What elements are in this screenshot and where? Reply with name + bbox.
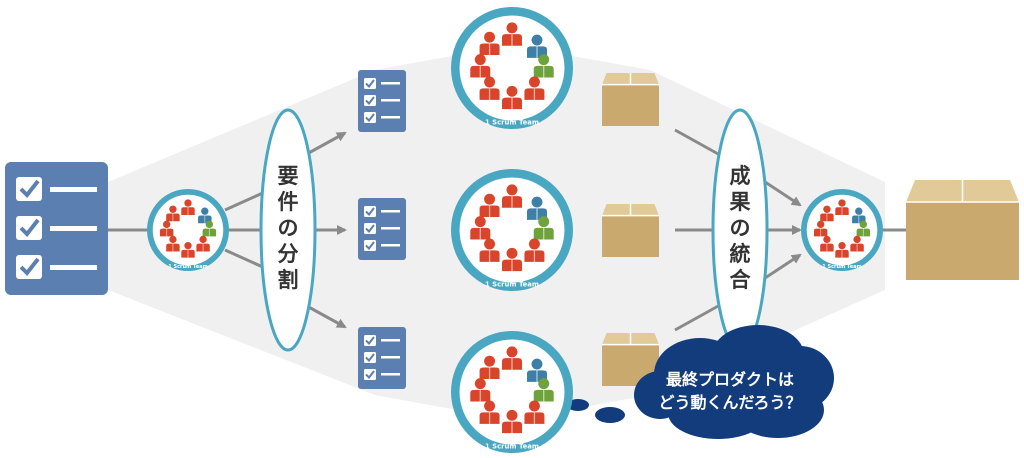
checkbox-icon — [16, 255, 42, 279]
thought-text-line1: 最終プロダクトは — [666, 370, 794, 389]
team-member-icon — [820, 235, 834, 252]
checkbox-icon — [364, 95, 376, 106]
team-member-icon — [835, 241, 849, 258]
checkbox-icon — [364, 240, 376, 251]
scrum-team-top: 1 Scrum Team — [451, 7, 573, 129]
merge-label: 成果の統合 — [730, 164, 752, 292]
checkbox-icon — [364, 112, 376, 123]
team-member-icon — [502, 85, 522, 110]
checkbox-icon — [364, 335, 376, 346]
team-member-icon — [502, 247, 522, 272]
team-label: 1 Scrum Team — [168, 264, 207, 270]
increment-box-icon — [602, 204, 659, 257]
team-member-icon — [820, 205, 834, 222]
scrum-team-middle: 1 Scrum Team — [451, 169, 573, 291]
scrum-team-initial: 1 Scrum Team — [147, 189, 229, 271]
increment-box-icon — [602, 73, 659, 126]
connector-split-left-bottom — [224, 248, 266, 270]
team-member-icon — [479, 238, 500, 262]
team-member-icon — [850, 235, 864, 252]
team-member-icon — [813, 220, 828, 237]
team-member-icon — [502, 346, 522, 370]
connector-box-bottom-to-merge — [674, 303, 721, 332]
team-member-icon — [533, 54, 554, 78]
team-member-icon — [166, 235, 180, 252]
team-member-icon — [166, 205, 180, 222]
team-member-icon — [502, 184, 522, 208]
split-requirements-ellipse: 要件の分割 — [259, 108, 317, 352]
scrum-team-bottom: 1 Scrum Team — [451, 331, 573, 453]
team-member-icon — [533, 378, 554, 402]
team-member-icon — [470, 54, 491, 78]
team-member-icon — [181, 199, 195, 216]
team-member-icon — [479, 400, 500, 424]
checkbox-icon — [364, 206, 376, 217]
arrow-merge-top — [761, 178, 802, 207]
team-member-icon — [181, 241, 195, 258]
thought-text-line2: どう動くんだろう？ — [658, 393, 801, 412]
split-label: 要件の分割 — [278, 164, 299, 292]
team-member-icon — [479, 355, 500, 380]
team-member-icon — [479, 193, 500, 218]
team-member-icon — [835, 199, 849, 216]
connector-box-top-to-merge — [674, 128, 721, 157]
checkbox-icon — [16, 177, 42, 201]
final-product-box-icon — [906, 180, 1019, 280]
team-member-icon — [479, 76, 500, 100]
team-label: 1 Scrum Team — [485, 443, 539, 451]
team-member-icon — [856, 220, 871, 237]
team-member-icon — [502, 22, 522, 46]
team-backlog-icon — [358, 198, 406, 260]
checkbox-icon — [364, 223, 376, 234]
team-backlog-icon — [358, 70, 406, 132]
team-member-icon — [202, 220, 217, 237]
team-member-icon — [479, 31, 500, 56]
team-member-icon — [470, 378, 491, 402]
team-member-icon — [470, 216, 491, 240]
scrum-team-integration: 1 Scrum Team — [801, 189, 883, 271]
arrow-to-backlog-top — [304, 131, 347, 157]
team-label: 1 Scrum Team — [485, 119, 539, 127]
checkbox-icon — [364, 352, 376, 363]
team-member-icon — [533, 216, 554, 240]
arrow-to-backlog-bottom — [304, 303, 347, 329]
checkbox-icon — [364, 369, 376, 380]
team-backlog-icon — [358, 327, 406, 389]
merge-results-ellipse: 成果の統合 — [711, 108, 769, 352]
team-member-icon — [524, 76, 545, 100]
team-member-icon — [159, 220, 174, 237]
arrow-merge-bottom — [761, 253, 802, 282]
team-label: 1 Scrum Team — [822, 264, 861, 270]
team-member-icon — [524, 238, 545, 262]
team-member-icon — [502, 409, 522, 434]
team-member-icon — [196, 235, 210, 252]
connector-split-left-top — [224, 190, 266, 212]
team-label: 1 Scrum Team — [485, 281, 539, 289]
checkbox-icon — [364, 78, 376, 89]
product-backlog-icon — [5, 162, 108, 295]
team-member-icon — [524, 400, 545, 424]
checkbox-icon — [16, 216, 42, 240]
